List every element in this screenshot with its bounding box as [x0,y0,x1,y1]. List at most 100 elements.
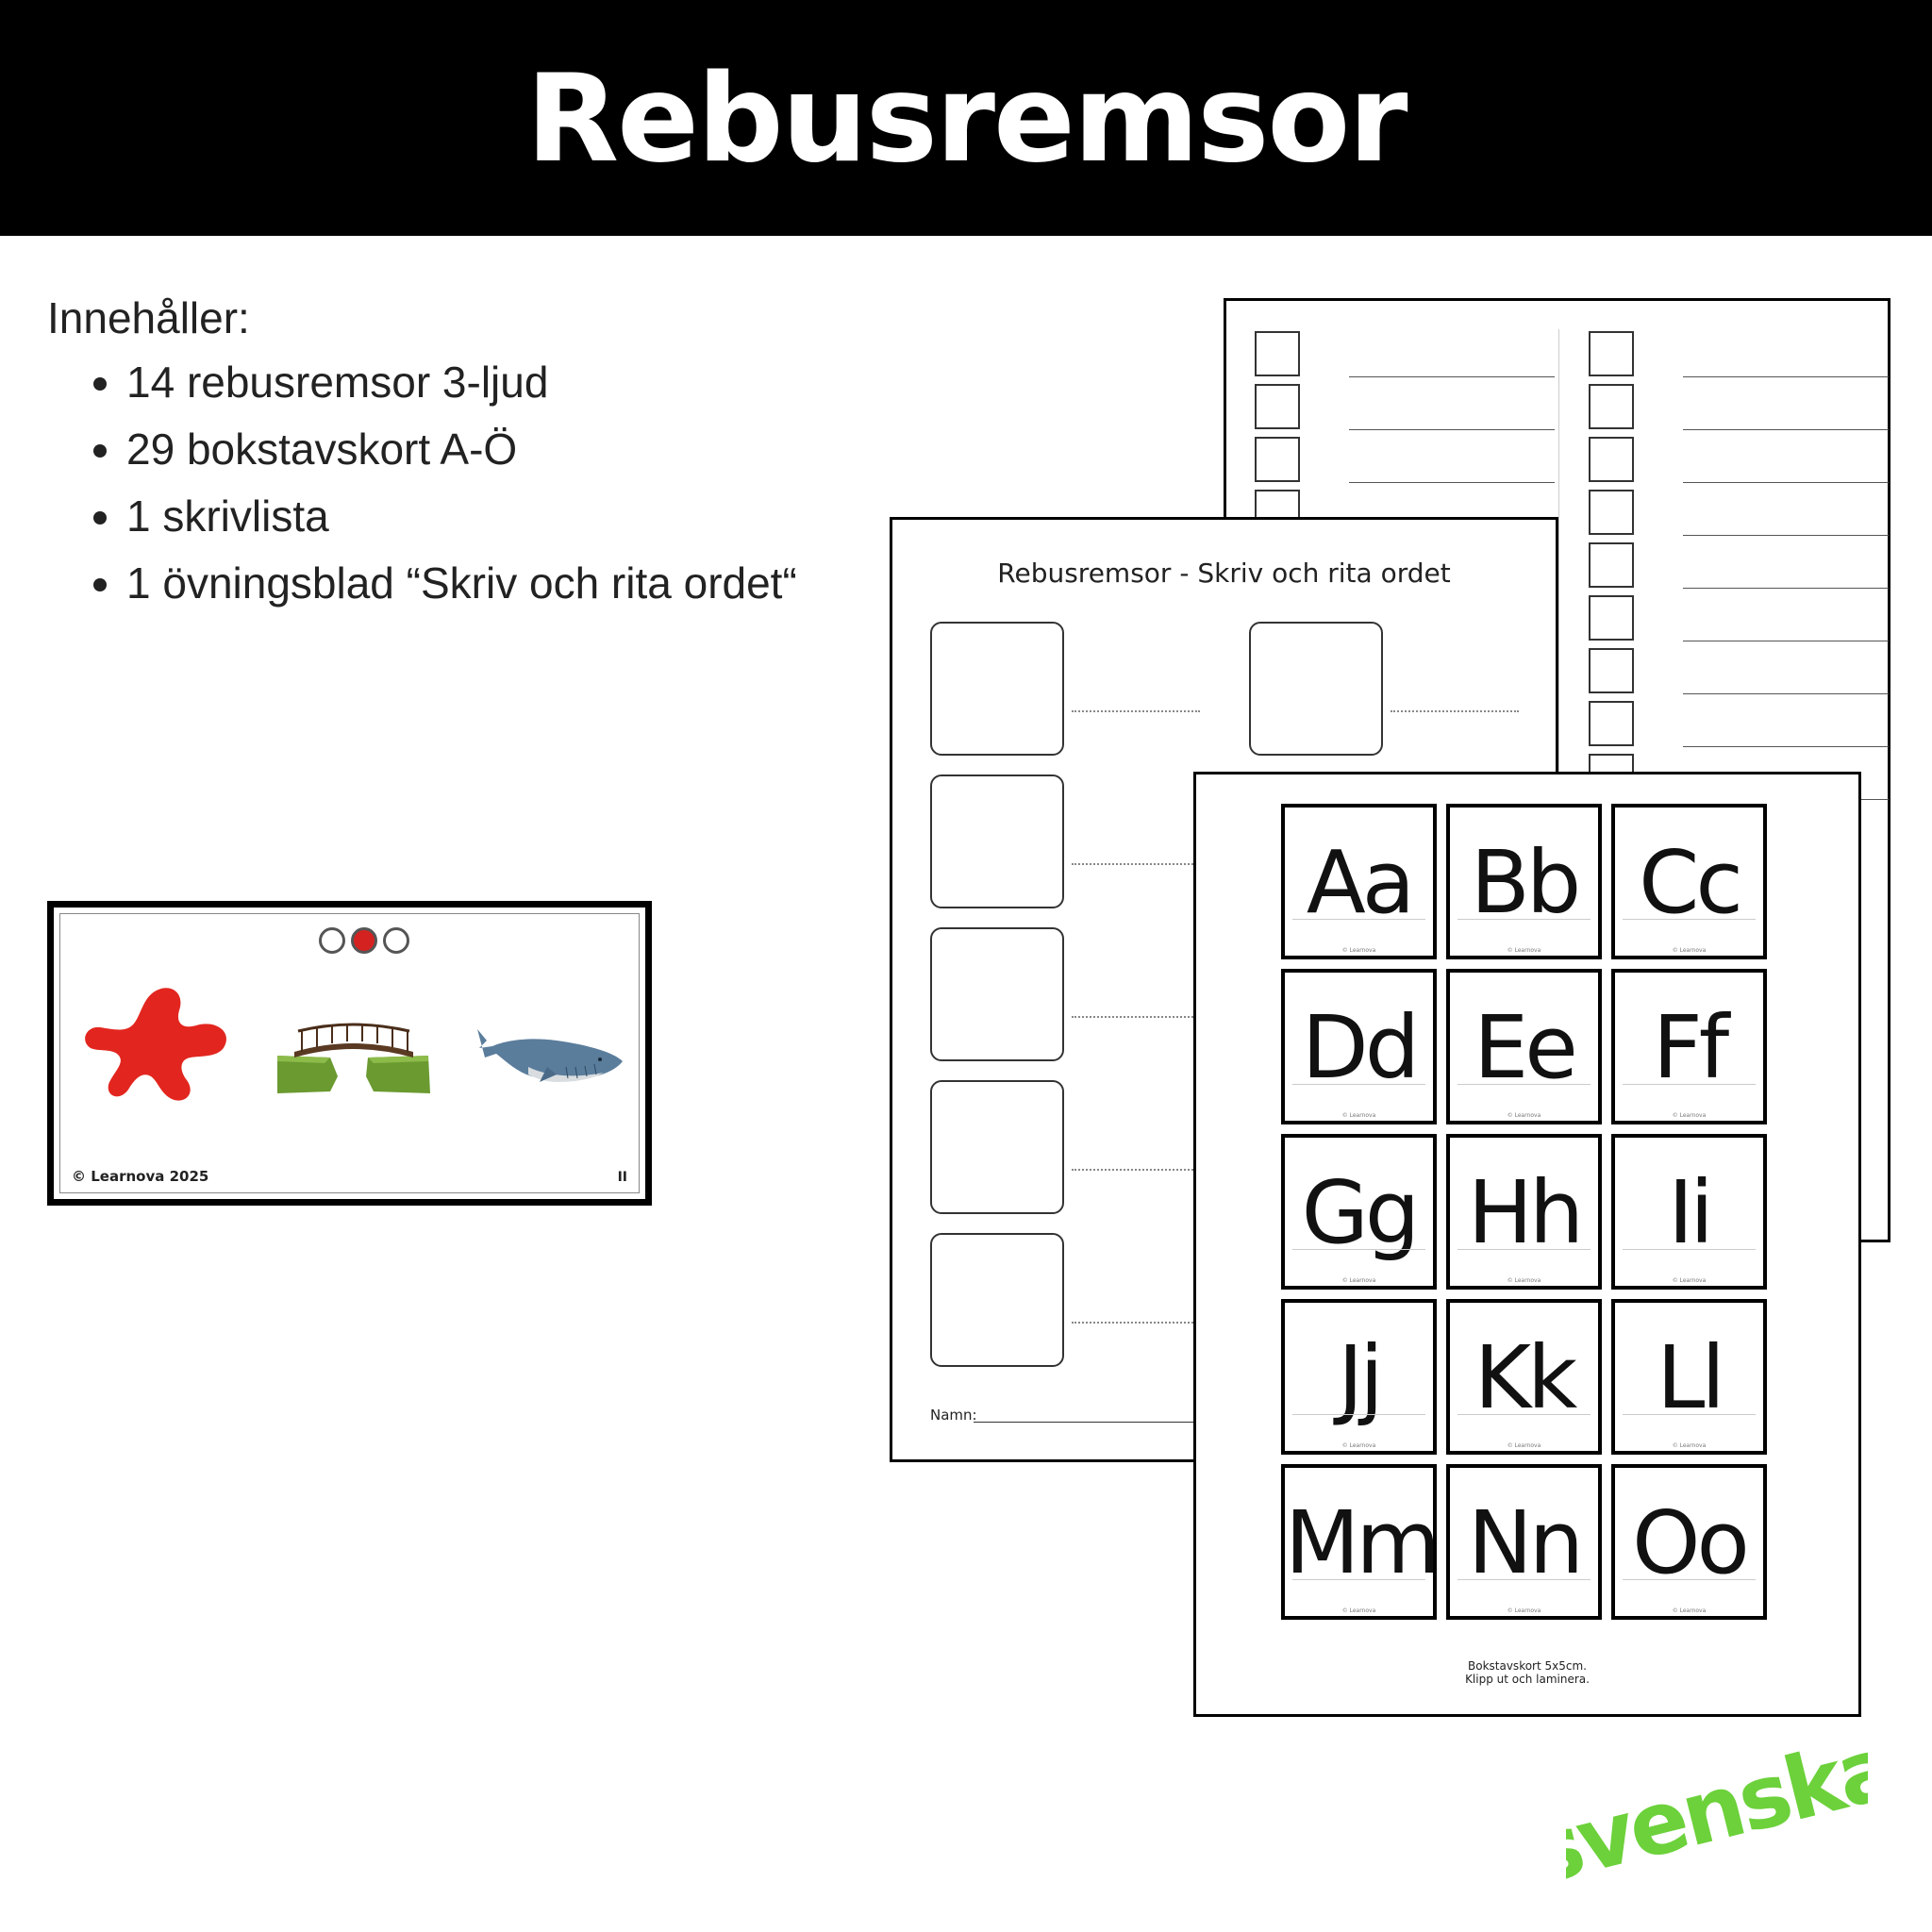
write-line [1683,429,1889,430]
sound-dot-1 [319,927,345,954]
logo-text: svenska [1566,1745,1868,1887]
letter-glyph: Ee [1474,997,1578,1098]
guide-line [1457,1414,1591,1415]
dotted-write-line [1072,1322,1200,1324]
letter-card: Nn © Learnova [1446,1464,1602,1620]
list-item [1589,648,1890,701]
letter-cards-sheet: Aa© Learnova Bb© Learnova Cc© Learnova D… [1193,772,1861,1717]
write-box [1589,490,1634,535]
letter-card: Hh © Learnova [1446,1134,1602,1290]
sound-dot-3 [383,927,409,954]
write-box [1589,437,1634,482]
letter-card: Cc © Learnova [1611,804,1767,959]
write-box [1589,648,1634,693]
page-title: Rebusremsor [525,49,1408,190]
letter-glyph: Cc [1639,832,1743,933]
list-item [1589,437,1890,490]
dotted-write-line [1072,710,1200,712]
rebus-copyright: © Learnova 2025 [72,1168,209,1185]
card-copyright: © Learnova [1672,947,1707,954]
letter-glyph: Aa [1306,832,1415,933]
write-line [1349,429,1555,430]
list-item [1255,384,1557,437]
dotted-write-line [1072,1016,1200,1018]
whale-icon [477,1029,623,1082]
guide-line [1623,1414,1756,1415]
dotted-write-line [1072,1169,1200,1171]
card-copyright: © Learnova [1507,1277,1541,1284]
sound-dot-2-active [351,927,377,954]
list-item [1255,331,1557,384]
list-item [1255,437,1557,490]
letter-card: Mm© Learnova [1281,1464,1441,1620]
write-box [1589,331,1634,376]
drawing-box [930,927,1064,1061]
letter-glyph: Kk [1474,1327,1578,1428]
write-box [1255,437,1300,482]
worksheet-title: Rebusremsor - Skriv och rita ordet [997,558,1451,589]
card-copyright: © Learnova [1341,1277,1376,1284]
rebus-strip-preview: © Learnova 2025 II [47,901,652,1206]
letter-glyph: Ll [1657,1327,1725,1428]
letter-card: Ll© Learnova [1611,1299,1767,1455]
rebus-page-number: II [617,1170,627,1185]
list-item: 1 skrivlista [126,491,797,541]
list-item [1589,331,1890,384]
name-label: Namn: [930,1407,977,1424]
letter-card: Gg© Learnova [1281,1134,1437,1290]
rebus-strip-inner: © Learnova 2025 II [59,913,640,1193]
list-item: 1 övningsblad “Skriv och rita ordet“ [126,558,797,608]
card-copyright: © Learnova [1341,1607,1376,1614]
letter-glyph: Bb [1470,832,1582,933]
cards-note-instructions: Klipp ut och laminera. [1465,1673,1590,1686]
card-copyright: © Learnova [1507,1607,1541,1614]
letter-card: Bb © Learnova [1446,804,1602,959]
write-line [1683,535,1889,536]
list-item: 29 bokstavskort A-Ö [126,424,797,475]
dotted-write-line [1391,710,1519,712]
letter-glyph: Nn [1467,1492,1584,1593]
guide-line [1623,1249,1756,1250]
write-line [1683,482,1889,483]
card-copyright: © Learnova [1507,1442,1541,1449]
write-box [1589,384,1634,429]
cards-note-size: Bokstavskort 5x5cm. [1468,1659,1587,1673]
letter-card: Jj© Learnova [1281,1299,1437,1455]
write-line [1349,482,1555,483]
letter-glyph: Hh [1467,1162,1585,1263]
letter-glyph: Oo [1632,1492,1750,1593]
letter-card: Aa© Learnova [1281,804,1437,959]
header-bar: Rebusremsor [0,0,1932,236]
drawing-box [930,774,1064,908]
list-item [1589,384,1890,437]
list-item: 14 rebusremsor 3-ljud [126,357,797,408]
write-line [1349,376,1555,377]
letter-glyph: Ii [1668,1162,1714,1263]
letter-card: Kk © Learnova [1446,1299,1602,1455]
write-line [1683,693,1889,694]
guide-line [1457,1084,1591,1085]
drawing-box [930,1080,1064,1214]
guide-line [1292,1084,1425,1085]
letter-card: Ff © Learnova [1611,969,1767,1124]
drawing-box [930,1233,1064,1367]
sound-position-dots [319,927,409,954]
writing-list-column-left [1255,331,1557,542]
list-item [1589,595,1890,648]
svenska-logo: svenska [1566,1745,1868,1887]
contents-list: 14 rebusremsor 3-ljud 29 bokstavskort A-… [47,357,797,608]
card-copyright: © Learnova [1341,1112,1376,1119]
writing-list-column-right [1589,331,1890,807]
guide-line [1292,1579,1425,1580]
letter-card: Ii© Learnova [1611,1134,1767,1290]
card-copyright: © Learnova [1672,1112,1707,1119]
write-box [1255,331,1300,376]
letter-glyph: Jj [1338,1327,1384,1428]
letter-glyph: Ff [1652,997,1729,1098]
card-copyright: © Learnova [1507,1112,1541,1119]
letter-card: Dd © Learnova [1281,969,1437,1124]
card-copyright: © Learnova [1507,947,1541,954]
guide-line [1457,1249,1591,1250]
letter-glyph: Dd [1301,997,1420,1098]
write-box [1589,542,1634,588]
